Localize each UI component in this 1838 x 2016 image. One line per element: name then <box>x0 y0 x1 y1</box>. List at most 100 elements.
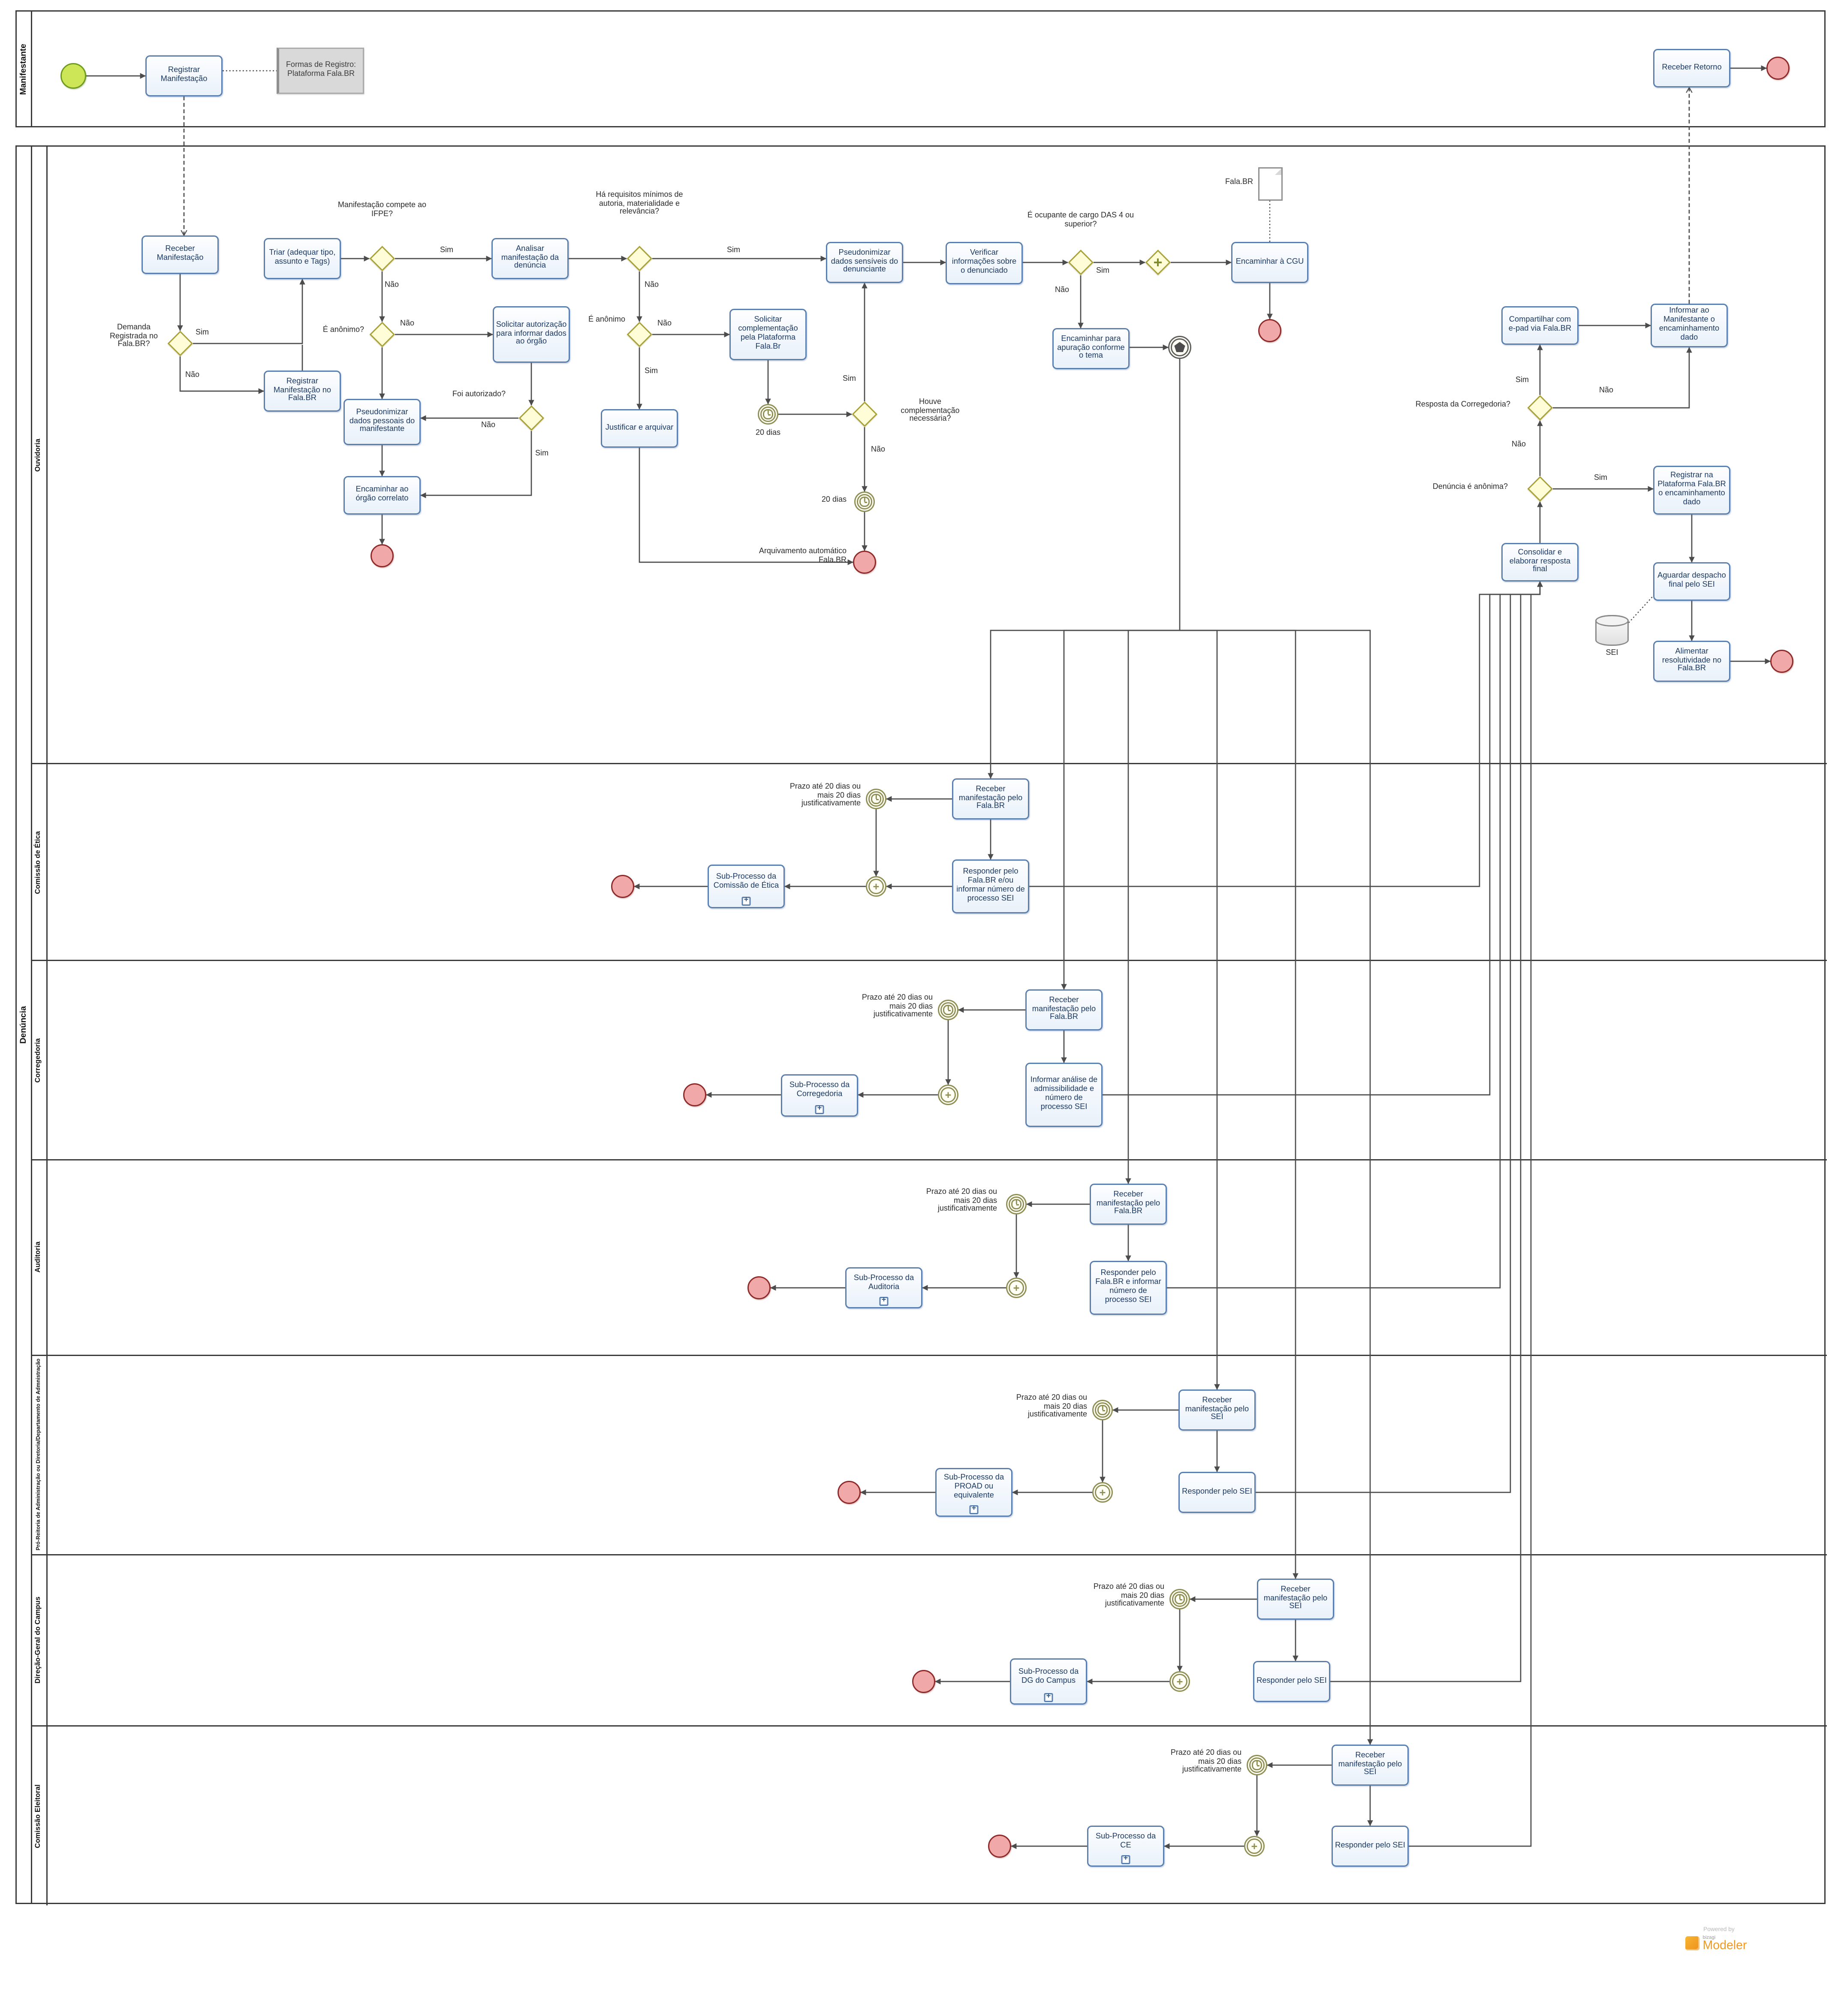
gateway-compete-ifpe[interactable] <box>369 245 395 272</box>
task-informar-analise[interactable]: Informar análise de admissibilidade e nú… <box>1025 1063 1103 1127</box>
gateway-houve-complementacao[interactable] <box>851 401 878 428</box>
task-receber-proad[interactable]: Receber manifestação pelo SEI <box>1178 1389 1256 1431</box>
multi-dg-campus[interactable]: + <box>1169 1671 1190 1692</box>
timer-dg-campus[interactable] <box>1169 1589 1190 1609</box>
subprocess-etica[interactable]: Sub-Processo da Comissão de Ética+ <box>708 865 785 908</box>
task-receber-auditoria[interactable]: Receber manifestação pelo Fala.BR <box>1090 1184 1167 1225</box>
timer-comissao-eleitoral[interactable] <box>1247 1755 1267 1775</box>
brand-label: bizagi <box>1702 1934 1716 1940</box>
gateway-demanda-registrada[interactable] <box>167 330 193 357</box>
timer-corregedoria[interactable] <box>938 1000 958 1020</box>
db-sei[interactable] <box>1595 615 1629 646</box>
task-verificar-informacoes[interactable]: Verificar informações sobre o denunciado <box>946 242 1023 284</box>
bizagi-modeler-logo[interactable]: bizagi Modeler <box>1685 1935 1817 1952</box>
subprocess-ce[interactable]: Sub-Processo da CE+ <box>1087 1826 1164 1867</box>
task-encaminhar-apuracao[interactable]: Encaminhar para apuração conforme o tema <box>1052 328 1130 369</box>
task-pseudonimizar-denunciante[interactable]: Pseudonimizar dados sensíveis do denunci… <box>826 242 903 283</box>
task-receber-manifestacao[interactable]: Receber Manifestação <box>142 235 219 274</box>
gateway-e-anonimo-2[interactable] <box>626 321 653 348</box>
end-dg-campus[interactable] <box>912 1670 935 1693</box>
multi-proad[interactable]: + <box>1092 1482 1113 1503</box>
task-receber-etica[interactable]: Receber manifestação pelo Fala.BR <box>952 778 1029 820</box>
end-arquivamento[interactable] <box>853 551 876 574</box>
timer-20-dias-2[interactable] <box>854 491 875 512</box>
task-solicitar-autorizacao[interactable]: Solicitar autorização para informar dado… <box>493 306 570 363</box>
start-manifestante[interactable] <box>60 63 86 89</box>
task-receber-ce[interactable]: Receber manifestação pelo SEI <box>1332 1745 1409 1786</box>
task-receber-retorno[interactable]: Receber Retorno <box>1653 49 1730 87</box>
task-encaminhar-orgao-correlato[interactable]: Encaminhar ao órgão correlato <box>343 476 421 515</box>
end-proad[interactable] <box>838 1481 861 1504</box>
timer-proad[interactable] <box>1092 1400 1113 1420</box>
signal-distribuicao[interactable] <box>1168 336 1191 359</box>
task-encaminhar-orgao-correlato-label: Encaminhar ao órgão correlato <box>356 485 409 503</box>
doc-falabr[interactable] <box>1258 167 1283 201</box>
lane-label-text: Comissão Eleitoral <box>34 1784 42 1848</box>
task-receber-corregedoria[interactable]: Receber manifestação pelo Fala.BR <box>1025 989 1103 1031</box>
task-justificar-arquivar[interactable]: Justificar e arquivar <box>601 409 678 448</box>
subprocess-proad[interactable]: Sub-Processo da PROAD ou equivalente+ <box>935 1468 1012 1517</box>
edge-label-prazo-ate-20-dias-ou-mais-20-d-35: Prazo até 20 dias ou mais 20 dias justif… <box>862 994 933 1019</box>
end-auditoria[interactable] <box>747 1276 771 1299</box>
task-responder-auditoria[interactable]: Responder pelo Fala.BR e informar número… <box>1090 1261 1167 1315</box>
end-etica[interactable] <box>611 875 634 898</box>
subprocess-auditoria[interactable]: Sub-Processo da Auditoria+ <box>845 1267 922 1308</box>
gateway-requisitos-minimos[interactable] <box>626 245 653 272</box>
task-responder-etica-label: Responder pelo Fala.BR e/ou informar núm… <box>956 867 1025 903</box>
gateway-e-anonimo-1[interactable] <box>369 321 395 348</box>
timer-20-dias-1[interactable] <box>758 404 778 425</box>
multi-etica[interactable]: + <box>866 876 886 897</box>
gateway-diamond-icon <box>1527 476 1553 502</box>
task-alimentar-resolutividade[interactable]: Alimentar resolutividade no Fala.BR <box>1653 641 1730 682</box>
task-triar[interactable]: Triar (adequar tipo, assunto e Tags) <box>264 238 341 279</box>
end-ouvidoria-1[interactable] <box>371 544 394 567</box>
gateway-diamond-icon <box>626 245 653 272</box>
gateway-paralelo[interactable]: + <box>1145 249 1171 276</box>
task-registrar-manifestacao-falabr[interactable]: Registrar Manifestação no Fala.BR <box>264 371 341 412</box>
gateway-denuncia-anonima[interactable] <box>1527 476 1553 502</box>
end-final[interactable] <box>1770 650 1793 673</box>
gateway-das4[interactable] <box>1067 249 1094 276</box>
task-consolidar-resposta[interactable]: Consolidar e elaborar resposta final <box>1501 543 1579 582</box>
end-cgu[interactable] <box>1258 319 1281 342</box>
plus-event-icon: + <box>1099 1486 1106 1499</box>
annotation-formas-registro[interactable]: Formas de Registro: Plataforma Fala.BR <box>277 48 364 94</box>
gateway-foi-autorizado[interactable] <box>518 405 545 431</box>
gateway-resposta-corregedoria[interactable] <box>1527 395 1553 421</box>
clock-icon <box>1252 1760 1262 1770</box>
task-receber-proad-label: Receber manifestação pelo SEI <box>1185 1395 1249 1422</box>
subprocess-dg-campus[interactable]: Sub-Processo da DG do Campus+ <box>1010 1658 1087 1705</box>
multi-auditoria[interactable]: + <box>1006 1278 1027 1298</box>
task-receber-dg-campus-label: Receber manifestação pelo SEI <box>1263 1584 1328 1612</box>
task-compartilhar-epad[interactable]: Compartilhar com e-pad via Fala.BR <box>1501 306 1579 345</box>
task-responder-etica[interactable]: Responder pelo Fala.BR e/ou informar núm… <box>952 859 1029 913</box>
task-receber-dg-campus[interactable]: Receber manifestação pelo SEI <box>1257 1579 1334 1620</box>
timer-auditoria[interactable] <box>1006 1194 1027 1214</box>
task-responder-proad[interactable]: Responder pelo SEI <box>1178 1472 1256 1513</box>
end-corregedoria[interactable] <box>683 1083 706 1106</box>
task-responder-proad-label: Responder pelo SEI <box>1182 1486 1252 1496</box>
task-registrar-plataforma[interactable]: Registrar na Plataforma Fala.BR o encami… <box>1653 466 1730 515</box>
task-encaminhar-cgu[interactable]: Encaminhar à CGU <box>1231 242 1308 283</box>
task-responder-dg-campus[interactable]: Responder pelo SEI <box>1253 1661 1330 1702</box>
plus-event-icon: + <box>945 1088 952 1101</box>
task-pseudonimizar-manifestante[interactable]: Pseudonimizar dados pessoais do manifest… <box>343 399 421 445</box>
task-responder-ce[interactable]: Responder pelo SEI <box>1332 1826 1409 1867</box>
task-analisar-manifestacao[interactable]: Analisar manifestação da denúncia <box>491 238 569 279</box>
gateway-diamond-icon <box>1527 395 1553 421</box>
pentagon-icon <box>1174 342 1185 353</box>
gateway-diamond-icon <box>851 401 878 428</box>
task-aguardar-despacho[interactable]: Aguardar despacho final pelo SEI <box>1653 562 1730 601</box>
task-registrar-manifestacao[interactable]: Registrar Manifestação <box>145 55 223 96</box>
end-ce[interactable] <box>988 1835 1011 1858</box>
multi-ce[interactable]: + <box>1244 1836 1265 1856</box>
end-manifestante[interactable] <box>1766 57 1790 80</box>
subprocess-dg-campus-label: Sub-Processo da DG do Campus <box>1018 1667 1079 1685</box>
subprocess-corregedoria[interactable]: Sub-Processo da Corregedoria+ <box>781 1074 858 1117</box>
timer-etica[interactable] <box>866 789 886 809</box>
task-analisar-manifestacao-label: Analisar manifestação da denúncia <box>501 244 559 271</box>
task-informar-manifestante[interactable]: Informar ao Manifestante o encaminhament… <box>1651 304 1728 347</box>
task-solicitar-complementacao[interactable]: Solicitar complementação pela Plataforma… <box>729 309 807 360</box>
task-alimentar-resolutividade-label: Alimentar resolutividade no Fala.BR <box>1662 646 1722 674</box>
multi-corregedoria[interactable]: + <box>938 1085 958 1105</box>
